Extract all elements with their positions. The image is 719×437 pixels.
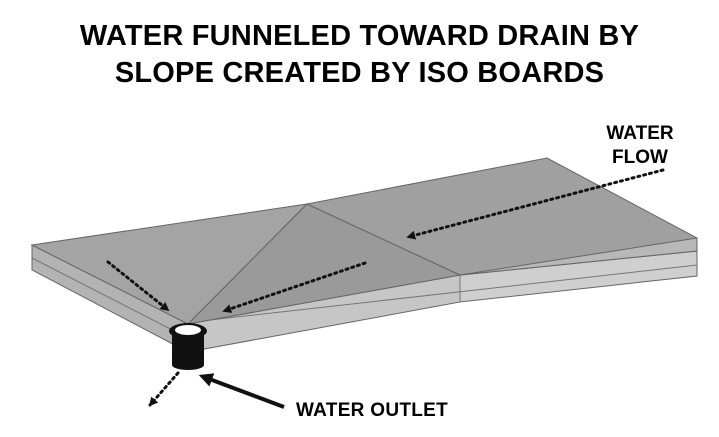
board-joint-left (31, 257, 189, 339)
flow-arrow-left (106, 260, 170, 312)
board-joint-front (209, 264, 698, 321)
title-line-1: WATER FUNNELED TOWARD DRAIN BY (79, 20, 640, 52)
top-face-edge (459, 237, 698, 276)
flow-arrow-main (406, 168, 665, 240)
outlet-pointer-arrow (198, 373, 285, 409)
drain-pipe-icon (169, 323, 207, 370)
flow-arrow-middle (222, 261, 367, 313)
title-line-2: SLOPE CREATED BY ISO BOARDS (114, 57, 605, 89)
water-outlet-label: WATER OUTLET (296, 400, 449, 421)
outlet-flow-arrow (148, 371, 180, 407)
water-flow-label-line2: FLOW (612, 147, 668, 168)
water-flow-label-line1: WATER (606, 123, 674, 144)
water-flow-label: WATER FLOW (585, 122, 695, 170)
